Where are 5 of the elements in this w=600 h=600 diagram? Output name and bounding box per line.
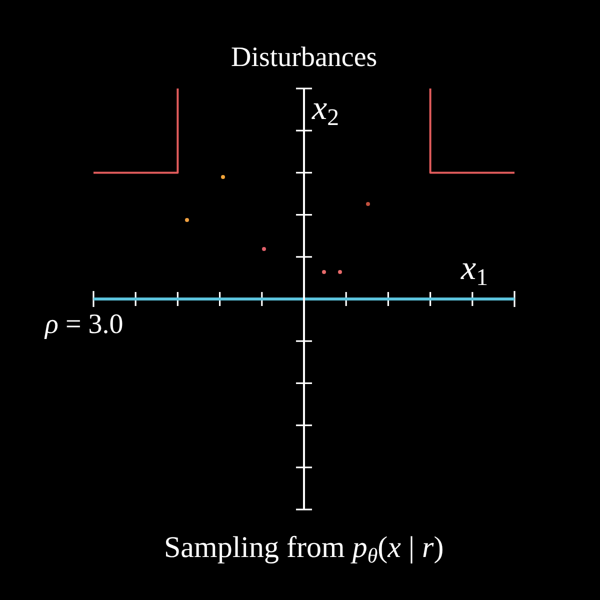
parameter-label: ρ = 3.0 xyxy=(45,311,124,339)
axis-label: x$_{2}$ xyxy=(312,92,339,126)
axis-label: x$_{1}$ xyxy=(461,252,488,286)
plot-title: Disturbances xyxy=(231,44,378,72)
caption: Sampling from p$_{θ}$(x | r) xyxy=(164,533,444,563)
